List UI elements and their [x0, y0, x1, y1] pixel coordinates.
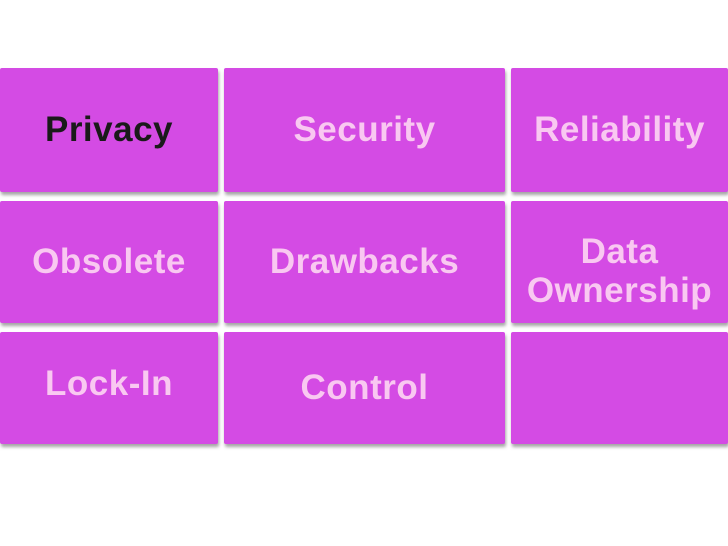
grid-cell-control: Control — [224, 332, 505, 444]
grid-cell-data-ownership: Data Ownership — [511, 201, 728, 323]
grid-cell-reliability: Reliability — [511, 68, 728, 192]
cell-label-data-ownership: Data Ownership — [526, 231, 713, 310]
cell-label-privacy: Privacy — [44, 110, 174, 150]
cell-label-security: Security — [293, 110, 436, 150]
grid-cell-obsolete: Obsolete — [0, 201, 218, 323]
grid-cell-drawbacks: Drawbacks — [224, 201, 505, 323]
grid-cell-privacy: Privacy — [0, 68, 218, 192]
cell-label-drawbacks: Drawbacks — [269, 242, 460, 282]
cell-label-reliability: Reliability — [534, 110, 705, 150]
topic-grid: Privacy Security Reliability Obsolete Dr… — [0, 68, 728, 444]
cell-label-lock-in: Lock-In — [45, 364, 173, 404]
grid-cell-lock-in: Lock-In — [0, 332, 218, 444]
grid-cell-empty — [511, 332, 728, 444]
cell-label-control: Control — [300, 368, 429, 408]
cell-label-obsolete: Obsolete — [32, 242, 186, 282]
grid-cell-security: Security — [224, 68, 505, 192]
